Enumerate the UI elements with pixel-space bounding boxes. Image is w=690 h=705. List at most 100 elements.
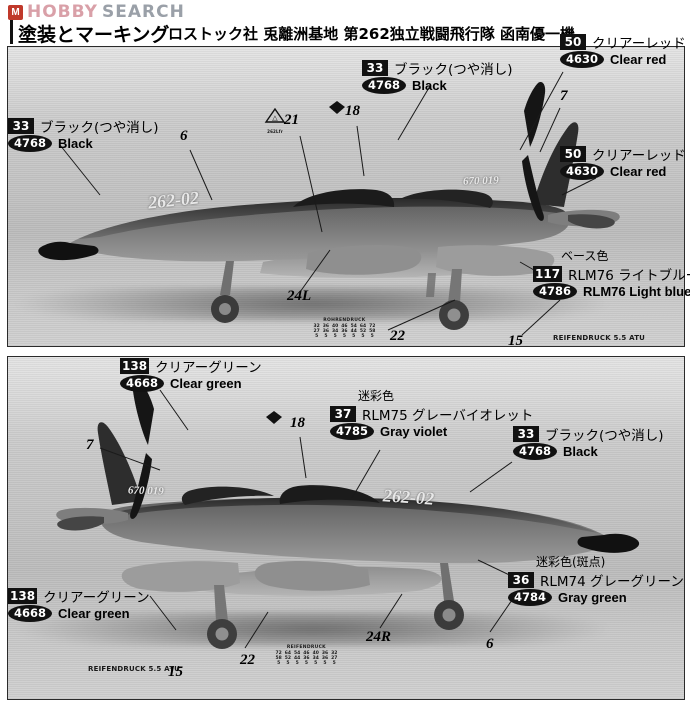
paint-name-jp: ブラック(つや消し) bbox=[40, 120, 159, 136]
callout-18-bottom: 18 bbox=[290, 415, 305, 431]
stencil-data-table-top: ROHRENDRUCK 32 36 40 46 54 64 72 27 36 3… bbox=[312, 318, 377, 339]
triangle-warning-marking-icon: △ 262Lfr bbox=[264, 107, 286, 134]
cell: 32 bbox=[313, 324, 320, 329]
paint-name-en: Black bbox=[58, 136, 93, 151]
paint-name-en: Black bbox=[563, 444, 598, 459]
stencil-table-title: ROHRENDRUCK bbox=[323, 318, 366, 323]
cell: 36 bbox=[341, 329, 348, 334]
cell: 40 bbox=[312, 651, 319, 656]
cell: 64 bbox=[359, 324, 367, 329]
title-rule bbox=[10, 20, 13, 44]
callout-7-top: 7 bbox=[560, 88, 568, 104]
color-chip-clear-green-top[interactable]: 138 クリアーグリーン 4668 Clear green bbox=[120, 356, 262, 392]
paint-name-en: RLM76 Light blue bbox=[583, 284, 690, 299]
paint-name-en: Clear green bbox=[170, 376, 242, 391]
cell: 5 bbox=[352, 334, 356, 339]
watermark-hobby-text: HOBBY bbox=[27, 2, 98, 22]
paint-name-jp: クリアーレッド bbox=[592, 148, 686, 164]
paint-code-square: 33 bbox=[362, 60, 388, 76]
paint-code-square: 36 bbox=[508, 572, 534, 588]
cell: 34 bbox=[312, 656, 319, 661]
paint-code-oval: 4785 bbox=[330, 423, 374, 440]
paint-code-oval: 4668 bbox=[120, 375, 164, 392]
cell: 5 bbox=[332, 661, 336, 666]
svg-text:△: △ bbox=[272, 114, 278, 122]
paint-name-jp: ブラック(つや消し) bbox=[394, 62, 513, 78]
cell: 32 bbox=[331, 651, 338, 656]
tire-pressure-note-top: REIFENDRUCK 5.5 ATU bbox=[553, 334, 646, 342]
cell: 54 bbox=[294, 651, 301, 656]
cell: 44 bbox=[294, 656, 301, 661]
paint-name-en: Gray green bbox=[558, 590, 627, 605]
callout-24L: 24L bbox=[287, 288, 312, 304]
callout-21-top: 21 bbox=[284, 112, 299, 128]
paint-code-oval: 4630 bbox=[560, 51, 604, 68]
paint-code-oval: 4768 bbox=[362, 77, 406, 94]
cell: 44 bbox=[350, 329, 357, 334]
page-title: 塗装とマーキング bbox=[18, 24, 170, 46]
paint-name-jp: クリアーレッド bbox=[592, 36, 686, 52]
cell: 5 bbox=[323, 661, 327, 666]
cell: 5 bbox=[315, 334, 319, 339]
stencil-table-title: REIFENDRUCK bbox=[286, 645, 326, 650]
stencil-data-table-bottom: REIFENDRUCK 72 64 54 46 40 36 32 58 52 4… bbox=[274, 645, 339, 666]
page-subtitle: ロストック社 兎離洲基地 第262独立戦闘飛行隊 函南優一機 bbox=[168, 25, 575, 43]
diamond-marking-icon-bottom bbox=[265, 410, 283, 430]
cell: 5 bbox=[277, 661, 281, 666]
table-row: 58 52 44 36 34 36 27 bbox=[274, 656, 339, 661]
triangle-marking-caption: 262Lfr bbox=[267, 129, 283, 134]
callout-6-top: 6 bbox=[180, 128, 188, 144]
callout-15-bottom: 15 bbox=[168, 664, 183, 680]
table-row: 5 5 5 5 5 5 5 bbox=[312, 334, 377, 339]
paint-code-oval: 4784 bbox=[508, 589, 552, 606]
color-chip-black-left[interactable]: 33 ブラック(つや消し) 4768 Black bbox=[8, 116, 159, 152]
cell: 5 bbox=[324, 334, 328, 339]
cell: 5 bbox=[295, 661, 299, 666]
cell: 5 bbox=[361, 334, 365, 339]
paint-name-en: Black bbox=[412, 78, 447, 93]
callout-6-bottom: 6 bbox=[486, 636, 494, 652]
cell: 5 bbox=[370, 334, 374, 339]
hobby-search-watermark: M HOBBY SEARCH bbox=[8, 2, 185, 22]
cell: 72 bbox=[369, 324, 376, 329]
serial-code-top: 670 019 bbox=[462, 174, 499, 188]
color-chip-black-right[interactable]: 33 ブラック(つや消し) 4768 Black bbox=[513, 424, 664, 460]
cell: 52 bbox=[359, 329, 367, 334]
callout-22-top: 22 bbox=[390, 328, 405, 344]
callout-22-bottom: 22 bbox=[240, 652, 255, 668]
color-chip-clear-red-2[interactable]: 50 クリアーレッド 4630 Clear red bbox=[560, 144, 686, 180]
cell: 58 bbox=[275, 656, 282, 661]
fuselage-code-bottom: 262-02 bbox=[382, 485, 435, 509]
cell: 72 bbox=[275, 651, 282, 656]
paint-code-square: 138 bbox=[120, 358, 150, 374]
color-chip-rlm74[interactable]: 迷彩色(斑点) 36 RLM74 グレーグリーン 4784 Gray green bbox=[508, 553, 684, 606]
table-row: 5 5 5 5 5 5 5 bbox=[274, 661, 339, 666]
color-chip-clear-red-1[interactable]: 50 クリアーレッド 4630 Clear red bbox=[560, 32, 686, 68]
cell: 52 bbox=[284, 656, 292, 661]
stencil-table: 72 64 54 46 40 36 32 58 52 44 36 34 36 2… bbox=[274, 651, 339, 666]
table-row: 27 36 34 36 44 52 58 bbox=[312, 329, 377, 334]
paint-name-jp: クリアーグリーン bbox=[155, 360, 262, 376]
paint-category-label: 迷彩色(斑点) bbox=[536, 555, 606, 569]
color-chip-clear-green-bottom[interactable]: 138 クリアーグリーン 4668 Clear green bbox=[8, 586, 150, 622]
cell: 27 bbox=[331, 656, 338, 661]
cell: 40 bbox=[332, 324, 339, 329]
color-chip-black-mid[interactable]: 33 ブラック(つや消し) 4768 Black bbox=[362, 58, 513, 94]
callout-7-bottom: 7 bbox=[86, 437, 94, 453]
callout-15-top: 15 bbox=[508, 333, 523, 349]
color-chip-rlm75[interactable]: 迷彩色 37 RLM75 グレーバイオレット 4785 Gray violet bbox=[330, 387, 533, 440]
paint-name-en: Clear red bbox=[610, 164, 667, 179]
cell: 36 bbox=[321, 656, 329, 661]
cell: 5 bbox=[342, 334, 346, 339]
cell: 54 bbox=[350, 324, 357, 329]
paint-name-en: Clear green bbox=[58, 606, 130, 621]
cell: 36 bbox=[321, 651, 329, 656]
aircraft-left-side-view bbox=[38, 82, 620, 330]
paint-name-jp: RLM74 グレーグリーン bbox=[540, 574, 684, 590]
cell: 5 bbox=[304, 661, 308, 666]
aircraft-right-side-view bbox=[56, 380, 640, 649]
paint-code-square: 33 bbox=[513, 426, 539, 442]
color-chip-rlm76[interactable]: ベース色 117 RLM76 ライトブルー 4786 RLM76 Light b… bbox=[533, 247, 690, 300]
paint-code-square: 50 bbox=[560, 34, 586, 50]
cell: 36 bbox=[322, 324, 330, 329]
